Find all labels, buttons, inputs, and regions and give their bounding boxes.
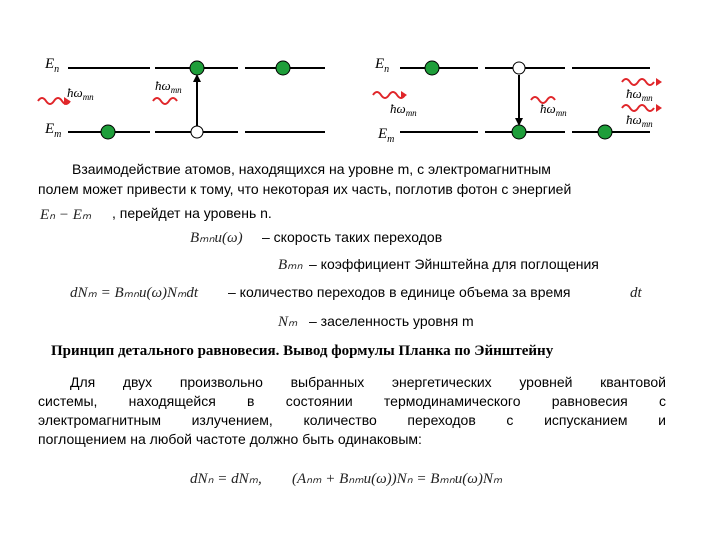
atom-hole-left (190, 125, 204, 139)
photon-label-left-1: ħωmn (67, 85, 94, 102)
def-formula-count-tail: dt (630, 285, 642, 301)
intro-line-2: полем может привести к тому, что некотор… (38, 181, 572, 197)
level-label-em-left: Em (44, 121, 61, 140)
def-formula-count: dNₘ = Bₘₙu(ω)Nₘdt (70, 285, 199, 301)
photon-wave-mid-right (530, 96, 556, 104)
photon-label-out-2: ħωmn (626, 112, 653, 129)
paragraph-line-1: Для двух произвольно выбранных энергетич… (70, 374, 666, 390)
photon-arrow-out-right-1 (656, 78, 662, 86)
photon-label-right-1: ħωmn (390, 101, 417, 118)
def-formula-coef: Bₘₙ (278, 257, 303, 273)
paragraph-line-2: системы, находящейся в состоянии термоди… (38, 393, 666, 409)
atom-ground-left (100, 124, 116, 140)
intro-line-3: , перейдет на уровень n. (112, 205, 272, 221)
photon-label-out-1: ħωmn (626, 86, 653, 103)
atom-ground-right-2 (597, 124, 613, 140)
photon-wave-out-right-1 (621, 78, 655, 86)
final-formula-right: (Aₙₘ + Bₙₘu(ω))Nₙ = Bₘₙu(ω)Nₘ (292, 471, 503, 487)
atom-hole-right (512, 61, 526, 75)
atom-ground-right (511, 124, 527, 140)
atom-excited-left (189, 60, 205, 76)
def-formula-pop: Nₘ (278, 314, 298, 330)
level-label-em-right: Em (377, 126, 394, 145)
photon-wave-out-right-2 (621, 104, 655, 112)
def-text-pop: – заселенность уровня m (309, 313, 474, 329)
intro-line-1: Взаимодействие атомов, находящихся на ур… (72, 161, 551, 177)
transition-diagram: En Em ħωmn ħωmn En Em ħωmn (37, 56, 662, 145)
def-text-count: – количество переходов в единице объема … (228, 284, 571, 300)
equilibrium-paragraph: Для двух произвольно выбранных энергетич… (38, 373, 666, 449)
def-text-rate: – скорость таких переходов (262, 229, 443, 245)
photon-label-left-2: ħωmn (155, 78, 182, 95)
atom-excited-right (424, 60, 440, 76)
paragraph-line-4: поглощением на любой частоте должно быть… (38, 431, 422, 447)
photon-wave-in-right (372, 91, 406, 99)
level-label-en-right: En (374, 56, 389, 75)
photon-label-right-2: ħωmn (540, 101, 567, 118)
def-text-coef: – коэффициент Эйнштейна для поглощения (309, 256, 599, 272)
atom-excited-left-2 (275, 60, 291, 76)
final-formula-left: dNₙ = dNₘ, (190, 471, 262, 487)
level-label-en-left: En (44, 56, 59, 75)
section-title: Принцип детального равновесия. Вывод фор… (51, 343, 554, 359)
photon-wave-in-left-2 (152, 97, 178, 105)
def-formula-rate: Bₘₙu(ω) (190, 230, 243, 246)
photon-arrow-in-left (64, 97, 70, 105)
photon-arrow-in-right (401, 91, 407, 99)
energy-formula: Eₙ − Eₘ (40, 207, 92, 223)
paragraph-line-3: электромагнитным излучением, количество … (38, 412, 666, 428)
photon-arrow-out-right-2 (656, 104, 662, 112)
